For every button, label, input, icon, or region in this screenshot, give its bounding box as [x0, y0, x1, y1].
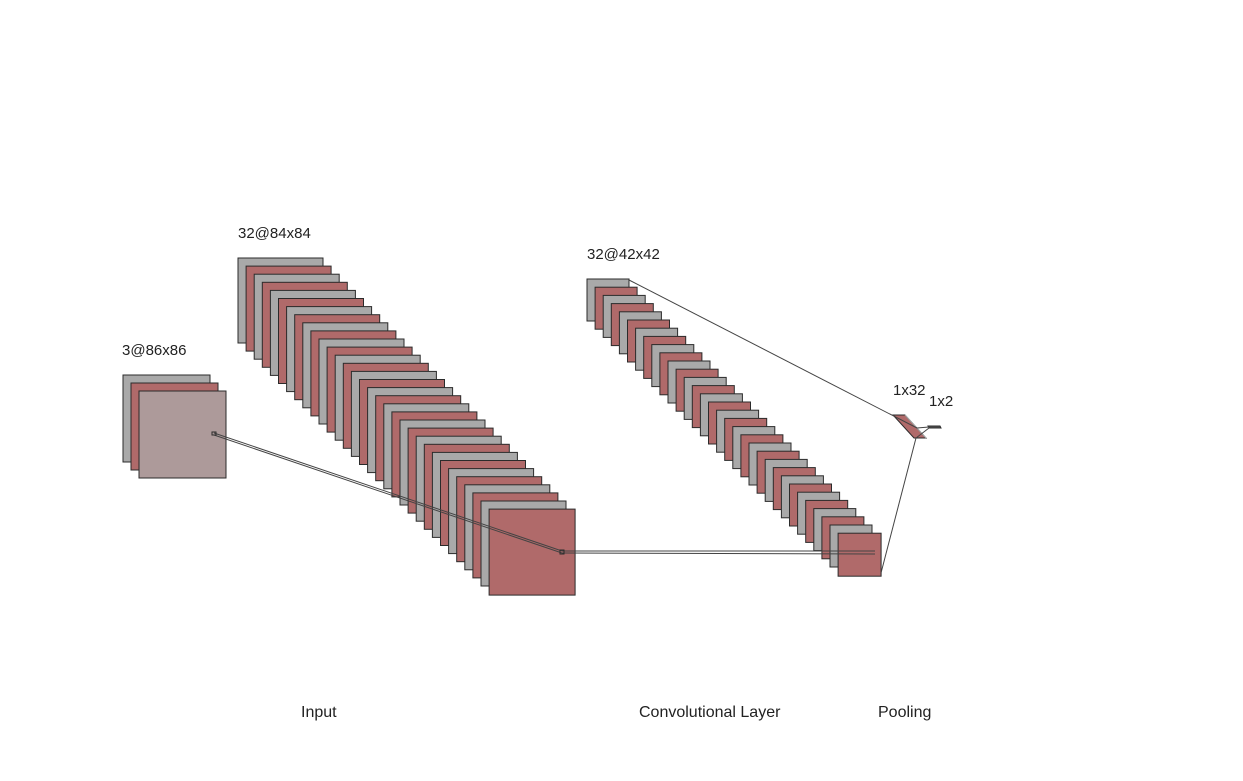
conv-layer-label: 32@84x84	[238, 225, 311, 242]
dense-layer-edge	[904, 414, 927, 439]
dense-layer-label: 1x32	[893, 382, 926, 399]
conv-kernel-marker	[559, 549, 565, 555]
caption-pooling: Pooling	[878, 704, 931, 721]
output-layer-1x2	[927, 425, 942, 429]
pool-feature-maps	[586, 278, 882, 577]
input-kernel-marker	[211, 431, 217, 436]
pool-feature-map-32	[837, 532, 882, 577]
pool-layer-label: 32@42x42	[587, 246, 660, 263]
input-feature-maps	[122, 374, 227, 479]
caption-convolutional-layer: Convolutional Layer	[639, 704, 781, 721]
output-layer-label: 1x2	[929, 393, 953, 410]
conv-feature-map-32	[488, 508, 576, 596]
caption-input: Input	[301, 704, 337, 721]
input-layer-label: 3@86x86	[122, 342, 186, 359]
conv-feature-maps	[237, 257, 576, 596]
connections	[213, 279, 930, 574]
